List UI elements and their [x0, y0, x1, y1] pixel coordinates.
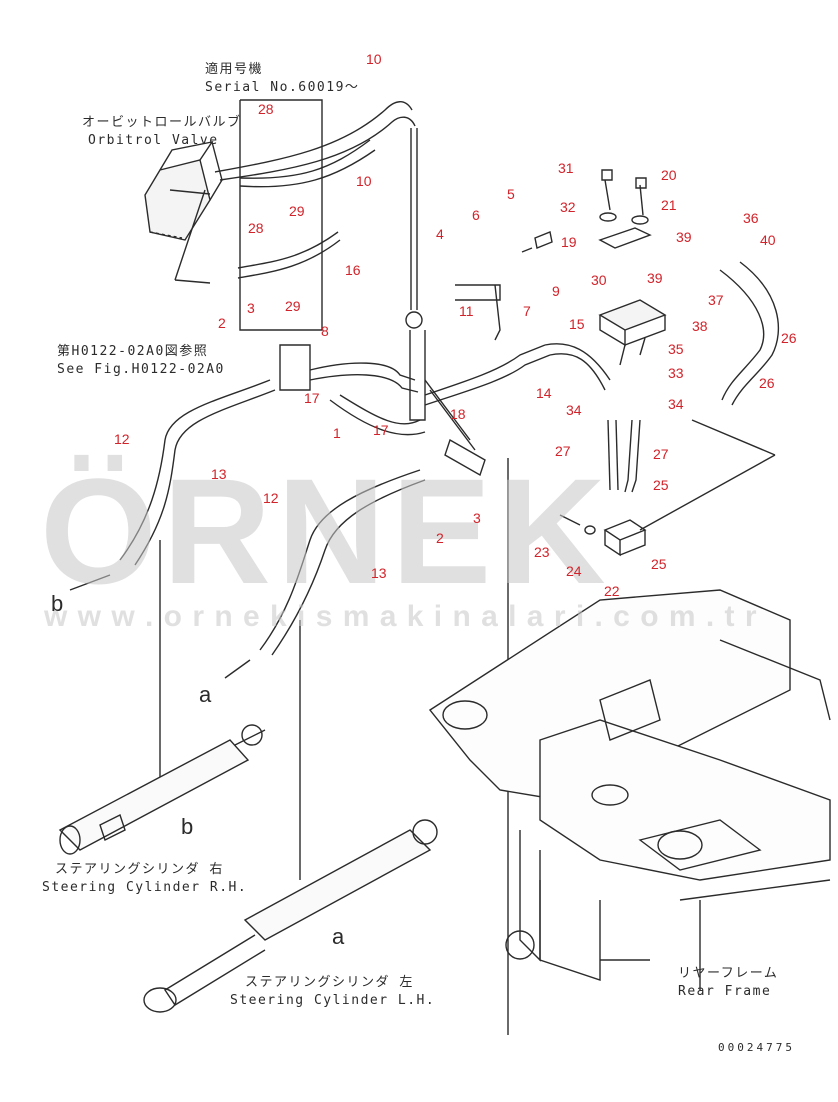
- part-number: 10: [356, 173, 372, 189]
- part-number: 14: [536, 385, 552, 401]
- part-number: 34: [668, 396, 684, 412]
- block-22: [559, 514, 647, 557]
- part-number: 23: [534, 544, 550, 560]
- part-number: 12: [263, 490, 279, 506]
- part-number: 17: [304, 390, 320, 406]
- serial-bracket: [239, 99, 323, 331]
- part-number: 25: [653, 477, 669, 493]
- orbitrol-label-jp: オービットロールバルブ: [82, 115, 242, 130]
- hoses-upper: [214, 101, 423, 329]
- part-number: 39: [676, 229, 692, 245]
- part-number: 18: [450, 406, 466, 422]
- part-number: 7: [523, 303, 531, 319]
- orbitrol-valve: [144, 140, 223, 241]
- part-number: 3: [473, 510, 481, 526]
- part-number: 24: [566, 563, 582, 579]
- hoses-12-13-center: [259, 469, 426, 656]
- part-number: 27: [653, 446, 669, 462]
- part-number: 29: [285, 298, 301, 314]
- part-number: 25: [651, 556, 667, 572]
- cylinder-rh-label-jp: ステアリングシリンダ 右: [55, 862, 224, 877]
- part-number: 28: [258, 101, 274, 117]
- part-number: 11: [459, 303, 474, 319]
- part-number: 22: [604, 583, 620, 599]
- part-number: 30: [591, 272, 607, 288]
- part-number: 9: [552, 283, 560, 299]
- part-number: 16: [345, 262, 361, 278]
- part-number: 13: [211, 466, 227, 482]
- part-number: 1: [333, 425, 341, 441]
- valve-block-30: [598, 299, 667, 366]
- part-number: 34: [566, 402, 582, 418]
- part-number: 2: [436, 530, 444, 546]
- part-number: 33: [668, 365, 684, 381]
- part-number: 36: [743, 210, 759, 226]
- part-number: 29: [289, 203, 305, 219]
- fittings-right: [521, 169, 652, 253]
- part-number: 35: [668, 341, 684, 357]
- part-number: 12: [114, 431, 130, 447]
- part-number: 39: [647, 270, 663, 286]
- part-number: 26: [759, 375, 775, 391]
- reference-label-en: See Fig.H0122-02A0: [57, 362, 225, 377]
- rear-frame-label-en: Rear Frame: [678, 984, 772, 999]
- rear-frame-label-jp: リヤーフレーム: [678, 966, 779, 981]
- hoses-27: [607, 419, 641, 493]
- cylinder-lh-label-jp: ステアリングシリンダ 左: [245, 975, 414, 990]
- part-number: 2: [218, 315, 226, 331]
- part-number: 40: [760, 232, 776, 248]
- applicable-label-jp: 適用号機: [205, 62, 264, 77]
- arrow-tag-b-lower: b: [181, 814, 194, 839]
- part-number: 38: [692, 318, 708, 334]
- part-number: 20: [661, 167, 677, 183]
- part-number: 13: [371, 565, 387, 581]
- steering-cylinder-lh: [143, 819, 438, 1013]
- hoses-26: [719, 261, 779, 406]
- arrow-tag-a-upper: a: [199, 682, 212, 707]
- part-number: 10: [366, 51, 382, 67]
- part-number: 21: [661, 197, 677, 213]
- reference-label-jp: 第H0122-02A0図参照: [57, 344, 209, 359]
- cylinder-rh-label-en: Steering Cylinder R.H.: [42, 880, 248, 895]
- orbitrol-label-en: Orbitrol Valve: [88, 133, 219, 148]
- part-number: 27: [555, 443, 571, 459]
- part-number: 26: [781, 330, 797, 346]
- arrow-tag-b-upper: b: [51, 591, 64, 616]
- part-number: 37: [708, 292, 724, 308]
- arrow-tag-a-lower: a: [332, 924, 345, 949]
- part-number: 6: [472, 207, 480, 223]
- tube-assembly: [279, 284, 611, 477]
- part-number: 4: [436, 226, 444, 242]
- part-number: 5: [507, 186, 515, 202]
- watermark-url: w w w . o r n e k i s m a k i n a l a r …: [44, 600, 758, 633]
- part-number: 3: [247, 300, 255, 316]
- part-number: 31: [558, 160, 574, 176]
- watermark-brand: ÖRNEK: [40, 447, 612, 615]
- part-number: 19: [561, 234, 577, 250]
- rear-frame: [428, 589, 831, 990]
- part-number: 32: [560, 199, 576, 215]
- hoses-12-13-left: [119, 379, 276, 566]
- cylinder-lh-label-en: Steering Cylinder L.H.: [230, 993, 436, 1008]
- part-number: 28: [248, 220, 264, 236]
- drawing-number: 00024775: [718, 1041, 795, 1054]
- part-number: 8: [321, 323, 329, 339]
- serial-label: Serial No.60019～: [205, 80, 360, 95]
- part-number: 15: [569, 316, 585, 332]
- steering-cylinder-rh: [58, 724, 266, 855]
- part-number: 17: [373, 422, 389, 438]
